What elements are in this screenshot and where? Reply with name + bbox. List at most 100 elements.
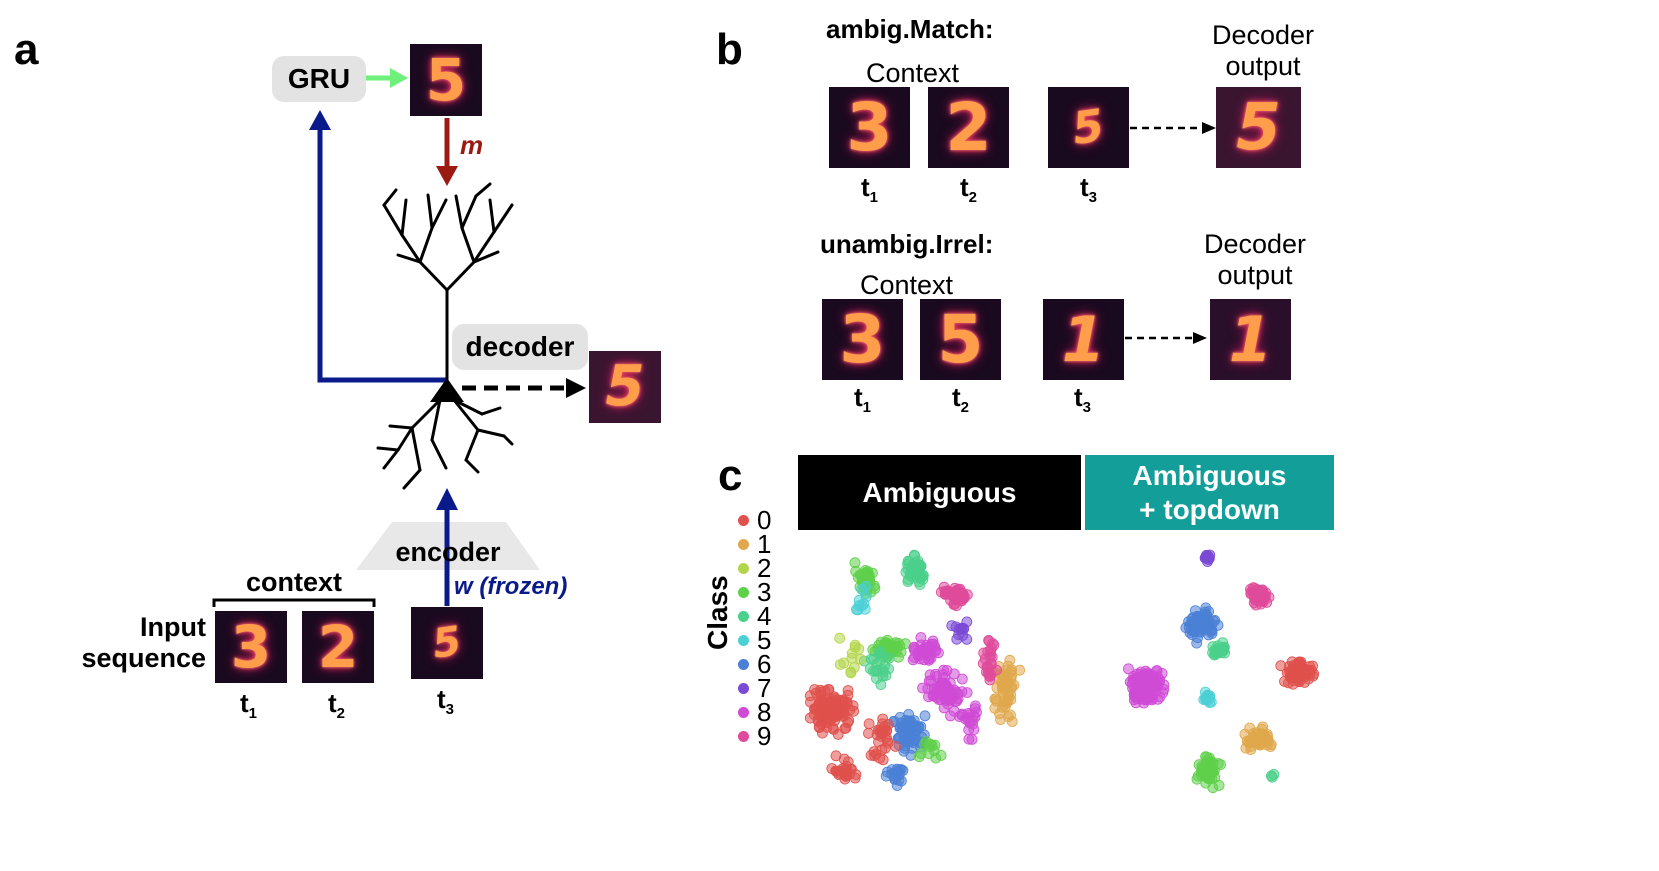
scatter-point [1200,552,1212,564]
soma [430,378,464,402]
scatter-point [875,724,887,736]
m-label: m [460,130,484,160]
scatter-point [849,639,861,651]
scatter-point [809,703,821,715]
scatter-point [1200,692,1211,703]
scatter-point [863,718,875,730]
row2-dashed-arrow [1125,332,1207,344]
scatter-point [855,653,866,665]
scatter-point [908,644,920,656]
scatter-point [1268,768,1280,780]
scatter-point [842,685,854,696]
row1-digit-t1: 3 [829,87,910,168]
legend-dot [738,610,749,622]
scatter-point [919,710,931,722]
legend-item-6: 6 [738,649,772,679]
scatter-point [877,670,889,682]
input-digit-t3: 5 [411,607,483,679]
tsne-ambiguous-plot [804,549,1026,791]
scatter-point [809,684,821,695]
row1-t2-label: t2 [960,172,978,206]
scatter-point [1002,711,1014,723]
scatter-point [1240,742,1252,754]
input-digit-t2: 2 [302,611,374,683]
scatter-point [845,666,857,678]
scatter-point [956,673,968,685]
scatter-point [947,590,959,602]
apical-dendrite-tree [382,182,514,387]
scatter-point [849,557,861,569]
scatter-point [1261,597,1273,608]
scatter-point [881,735,893,747]
scatter-point [963,733,975,745]
tsne-topdown-plot [1123,549,1320,794]
scatter-point [988,639,1000,651]
scatter-point [1293,656,1305,668]
legend-label: 0 [757,505,772,535]
legend-item-1: 1 [738,529,772,559]
topdown-header-line1: Ambiguous [1132,459,1287,491]
legend-title: Class [702,575,733,650]
scatter-point [859,603,871,615]
row2-context-label: Context [860,270,954,300]
legend-dot [738,634,749,646]
row2-decoder-line2: output [1217,260,1293,290]
scatter-point [830,750,842,762]
scatter-point [882,634,893,646]
scatter-point [1195,626,1206,638]
scatter-point [847,700,859,712]
scatter-point [860,580,872,592]
row2-decoder-output-label: Decoder output [1188,229,1322,291]
scatter-point [824,714,836,726]
row2-t2-label: t2 [952,382,970,416]
legend-label: 6 [757,649,772,679]
row1-decoder-line2: output [1225,51,1301,81]
scatter-point [882,718,894,730]
legend-item-4: 4 [738,601,772,631]
scatter-point [915,748,927,759]
legend-label: 1 [757,529,772,559]
scatter-point [914,559,926,571]
scatter-point [1275,660,1287,672]
row2-t1-label: t1 [854,382,872,416]
scatter-point [1134,668,1146,680]
legend-label: 2 [757,553,772,583]
legend-label: 4 [757,601,772,631]
scatter-point [1129,687,1141,699]
topdown-header-line2: + topdown [1139,493,1280,525]
row1-context-label: Context [866,58,960,88]
panel-a-diagram [212,68,586,607]
scatter-point [834,632,846,644]
row2-digit-t2: 5 [920,299,1001,380]
scatter-point [1180,622,1192,634]
decoder-output-digit: 5 [589,351,661,423]
scatter-point [1213,779,1225,791]
panel-c-letter: c [718,451,743,500]
row1-output-digit: 5 [1216,87,1301,168]
legend-label: 8 [757,697,772,727]
legend-dot [738,562,749,574]
t2-label: t2 [328,688,346,722]
scatter-point [954,711,965,722]
scatter-point [950,621,962,633]
ambiguous-topdown-header: Ambiguous + topdown [1085,455,1334,530]
scatter-point [828,723,839,735]
legend-label: 7 [757,673,772,703]
scatter-point [1154,691,1166,703]
legend-label: 9 [757,721,772,751]
scatter-point [969,703,981,715]
w-frozen-label: w (frozen) [454,573,568,600]
legend-label: 5 [757,625,772,655]
scatter-point [891,763,903,775]
scatter-point [820,700,832,712]
ambig-match-title: ambig.Match: [826,14,994,44]
legend-item-7: 7 [738,673,772,703]
scatter-point [961,687,973,699]
scatter-point [899,740,911,752]
scatter-point [1004,654,1016,666]
scatter-point [985,659,997,670]
legend-item-5: 5 [738,625,772,655]
scatter-point [928,745,940,757]
scatter-point [950,686,962,698]
